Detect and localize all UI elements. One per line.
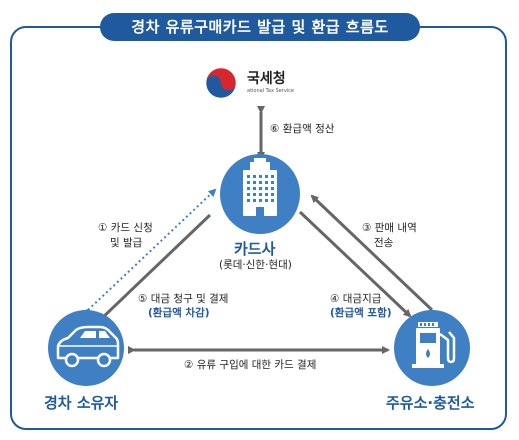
arrow-payment (298, 210, 412, 318)
flow-2-label: ② 유류 구입에 대한 카드 결제 (184, 359, 317, 371)
nts-node: 국세청 ational Tax Service (205, 62, 315, 106)
flow-1-label-line1: ① 카드 신청 (98, 222, 153, 234)
flow-6-label: ⑥ 환급액 정산 (270, 123, 335, 135)
owner-name: 경차 소유자 (44, 394, 119, 412)
arrow-billing (98, 213, 212, 322)
flow-3-label-line2: 전송 (374, 237, 394, 249)
nts-subtitle: ational Tax Service (247, 88, 295, 94)
building-icon (220, 154, 300, 234)
card-company-subtitle: (롯데·신한·현대) (219, 259, 292, 271)
station-name: 주유소·충전소 (386, 394, 475, 412)
arrow-card-issue (80, 188, 217, 318)
flow-4-label-line2: (환급액 포함) (330, 307, 392, 319)
nts-logo-icon (205, 67, 237, 99)
card-company-name: 카드사 (234, 240, 276, 258)
diagram-title: 경차 유류구매카드 발급 및 환급 흐름도 (88, 13, 432, 41)
flow-3-label-line1: ③ 판매 내역 (362, 222, 417, 234)
arrow-sales-data (310, 194, 434, 312)
car-icon (48, 310, 124, 386)
gas-pump-icon (394, 310, 470, 386)
flow-1-label-line2: 및 발급 (110, 237, 143, 249)
nts-name: 국세청 (247, 71, 286, 87)
flow-5-label-line2: (환급액 차감) (148, 307, 210, 319)
flow-4-label-line1: ④ 대금지급 (330, 293, 382, 305)
flow-5-label-line1: ⑤ 대금 청구 및 결제 (138, 293, 229, 305)
